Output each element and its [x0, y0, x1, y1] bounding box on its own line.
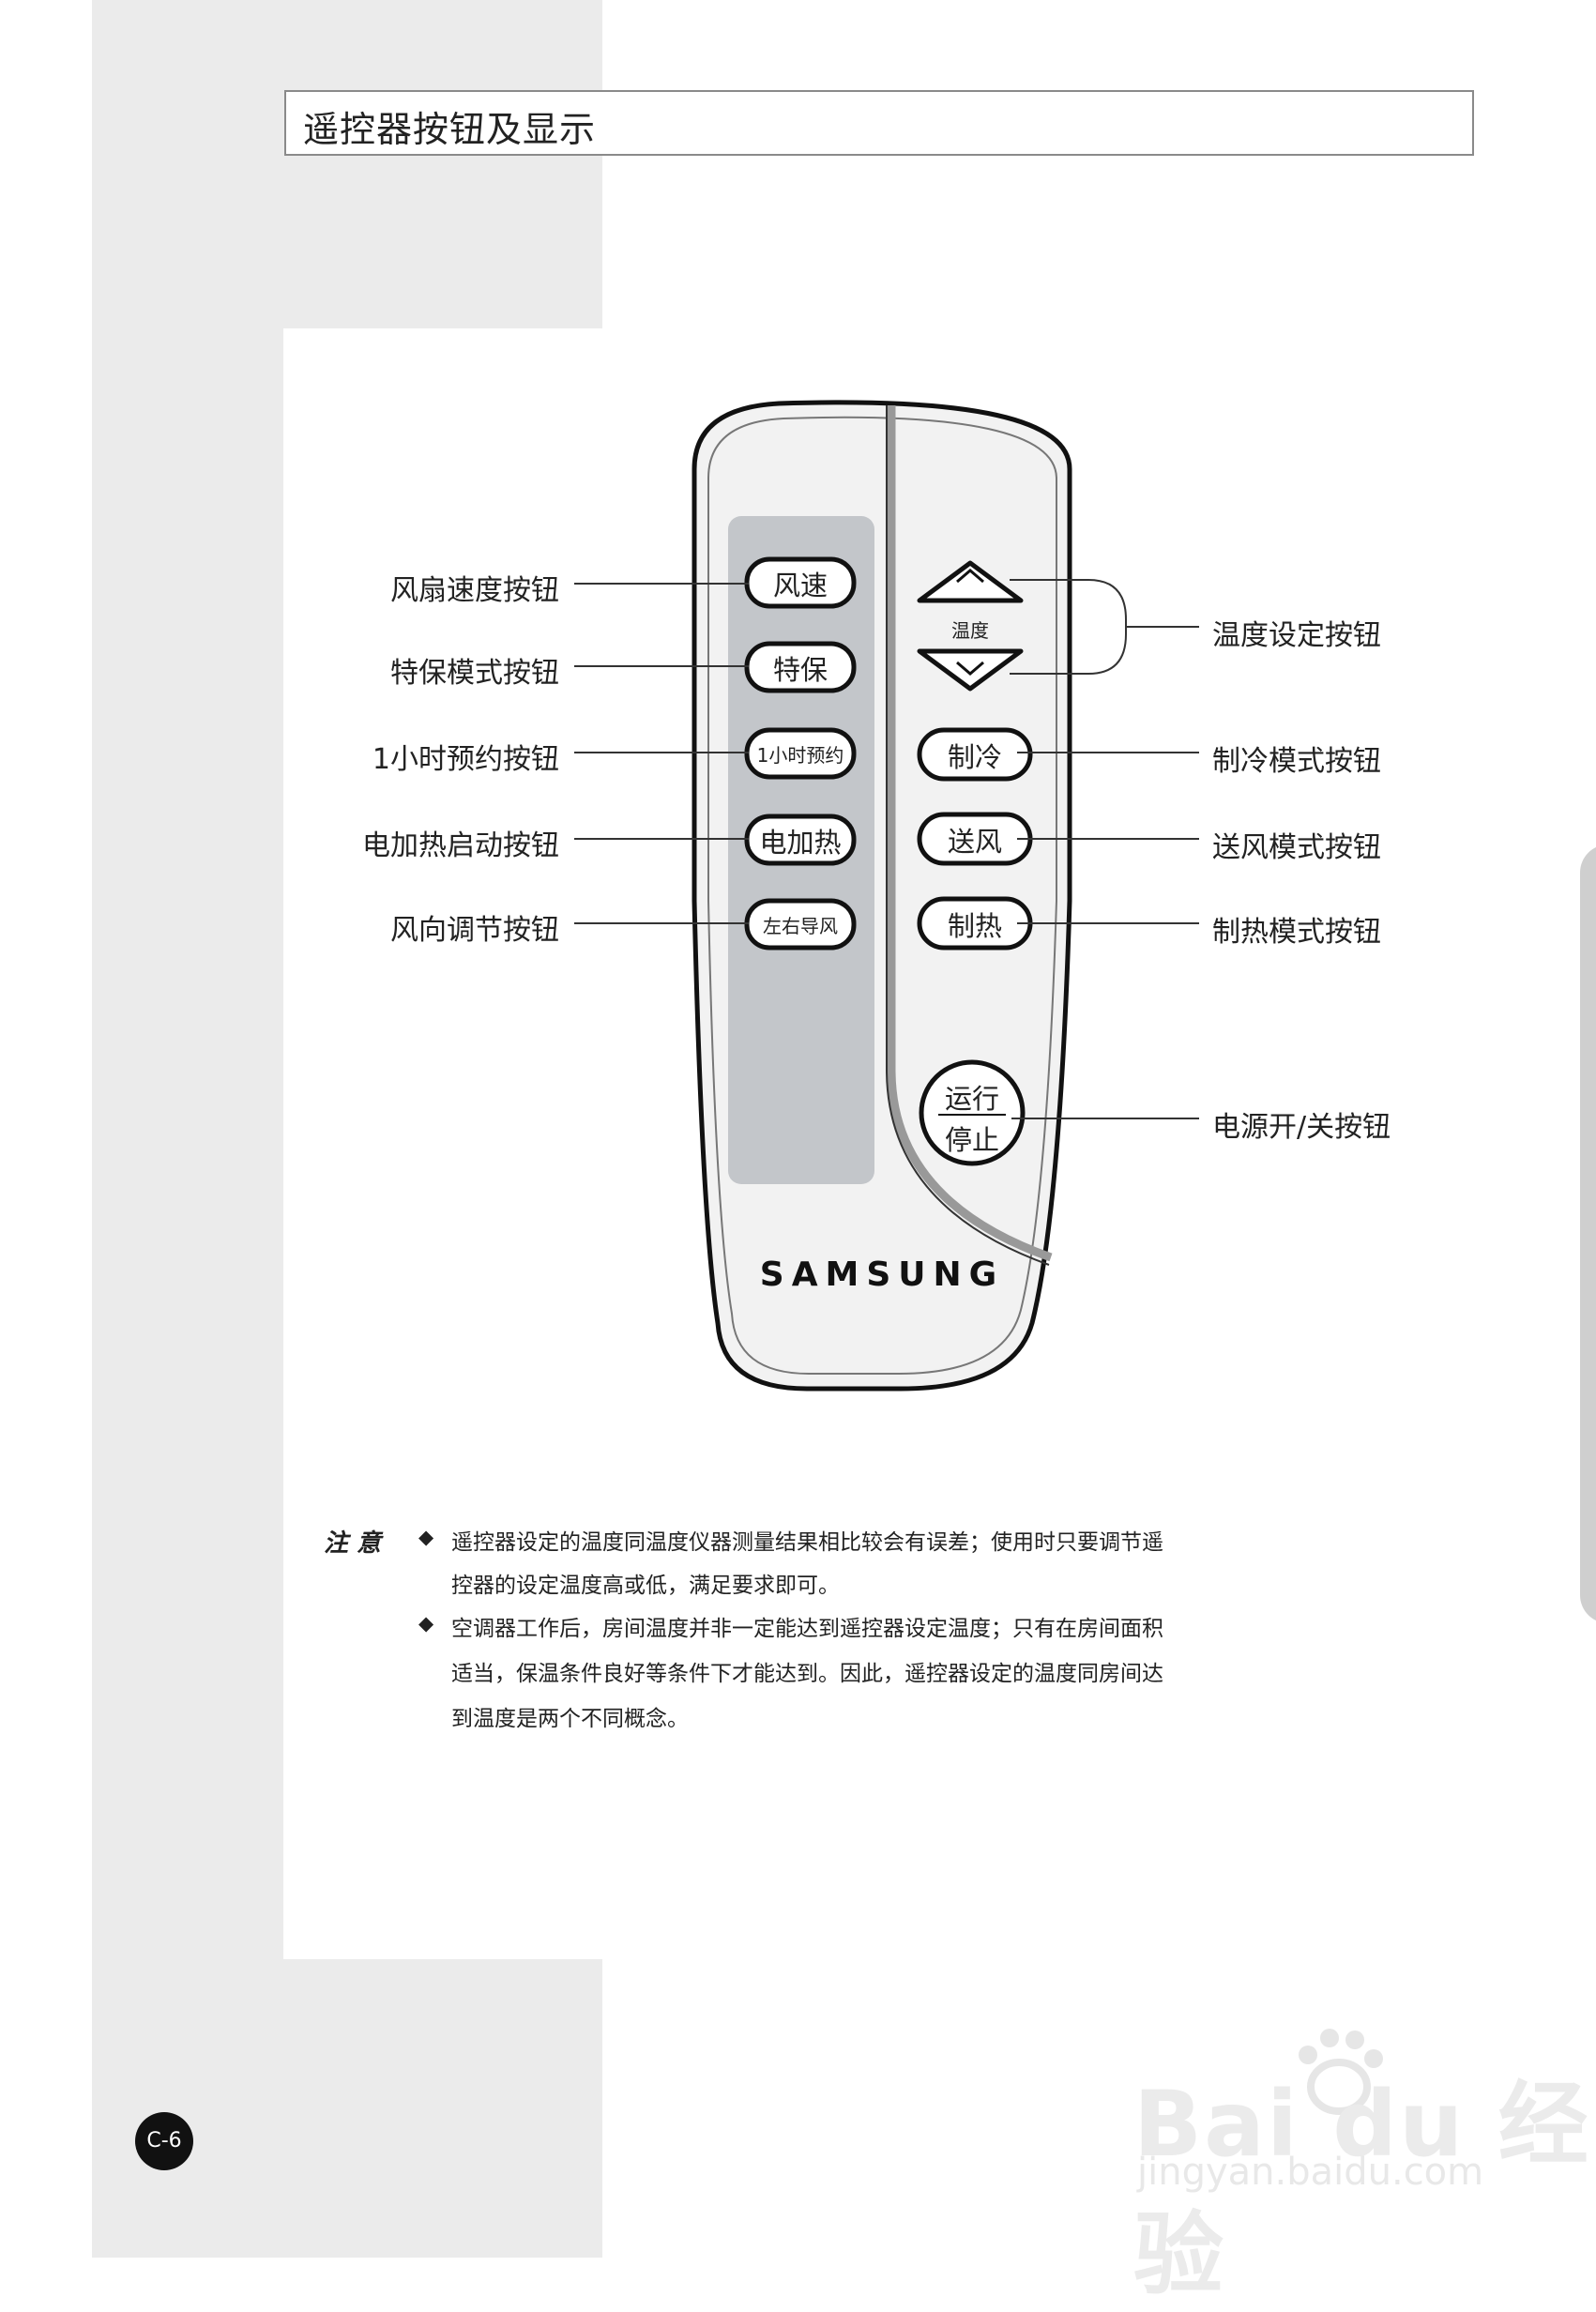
label-cool-mode: 制冷模式按钮	[1212, 745, 1381, 778]
note-line-1: 遥控器设定的温度同温度仪器测量结果相比较会有误差；使用时只要调节遥	[451, 1530, 1163, 1555]
note-line-2: 控器的设定温度高或低，满足要求即可。	[451, 1574, 840, 1598]
label-heat-mode: 制热模式按钮	[1212, 916, 1381, 949]
note-heading: 注 意	[324, 1529, 382, 1558]
cool-button-shape	[917, 727, 1033, 782]
temp-down-button-shape	[917, 648, 1024, 692]
label-timer: 1小时预约按钮	[372, 743, 559, 776]
label-temp-setting: 温度设定按钮	[1212, 619, 1381, 652]
power-button-shape	[919, 1059, 1026, 1166]
label-fan-speed: 风扇速度按钮	[390, 574, 559, 607]
watermark-paw-icon	[1299, 2029, 1383, 2115]
temp-up-button-shape	[917, 560, 1024, 603]
remote-illustration	[574, 400, 1199, 1392]
label-fan-mode: 送风模式按钮	[1212, 831, 1381, 864]
page-edge-tab	[1580, 844, 1596, 1623]
brand-logo: SAMSUNG	[759, 1255, 1005, 1294]
label-swing: 风向调节按钮	[390, 914, 559, 947]
power-button-top-label[interactable]: 运行	[944, 1083, 999, 1115]
cool-button[interactable]: 制冷	[947, 741, 1002, 773]
special-mode-button[interactable]: 特保	[772, 654, 828, 686]
heat-button[interactable]: 制热	[947, 910, 1002, 942]
page-number: C-6	[135, 2112, 193, 2170]
note-line-3: 空调器工作后，房间温度并非一定能达到遥控器设定温度；只有在房间面积	[451, 1617, 1163, 1641]
page-background-band	[92, 0, 283, 2258]
note-line-4: 适当，保温条件良好等条件下才能达到。因此，遥控器设定的温度同房间达	[451, 1662, 1163, 1686]
section-title: 遥控器按钮及显示	[303, 109, 597, 150]
power-button-bottom-label[interactable]: 停止	[944, 1124, 999, 1156]
note-bullet-1: ◆	[418, 1526, 434, 1548]
heater-button[interactable]: 电加热	[759, 827, 842, 859]
page-background-top	[92, 0, 602, 328]
fan-speed-button[interactable]: 风速	[772, 570, 828, 601]
note-line-5: 到温度是两个不同概念。	[451, 1707, 689, 1731]
label-special-mode: 特保模式按钮	[390, 657, 559, 690]
temp-label: 温度	[951, 619, 989, 642]
page-background-bottom	[92, 1959, 602, 2258]
section-title-box: 遥控器按钮及显示	[284, 90, 1474, 156]
fan-button[interactable]: 送风	[947, 826, 1002, 858]
timer-button[interactable]: 1小时预约	[756, 744, 844, 767]
label-heater: 电加热启动按钮	[362, 829, 559, 862]
label-power: 电源开/关按钮	[1212, 1111, 1391, 1144]
watermark-sub: jingyan.baidu.com	[1137, 2151, 1484, 2194]
swing-button[interactable]: 左右导风	[763, 915, 838, 937]
note-bullet-2: ◆	[418, 1612, 434, 1635]
